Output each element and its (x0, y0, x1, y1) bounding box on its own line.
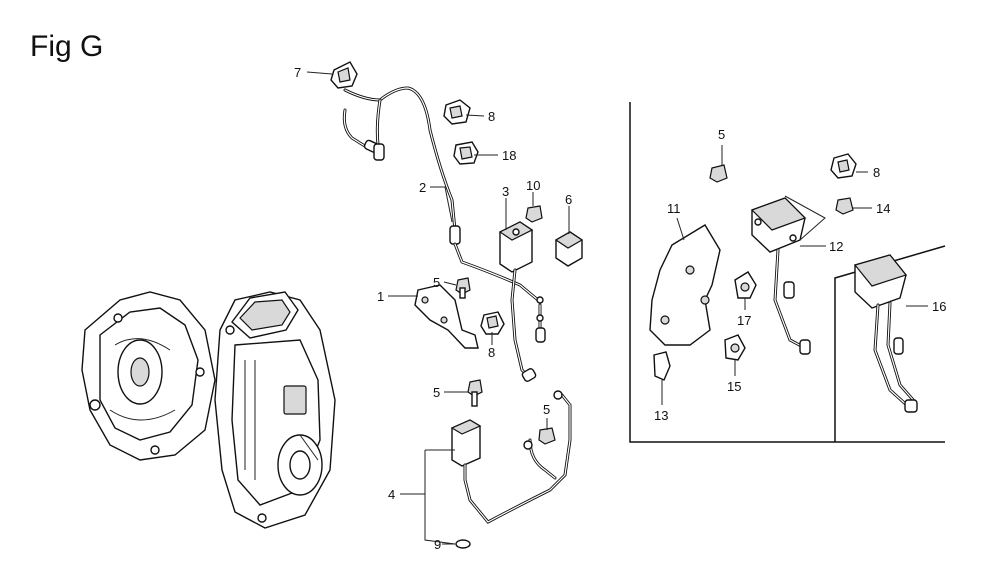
engine-housing-illustration (81, 291, 336, 529)
leader-lines (306, 71, 928, 545)
callout-11: 11 (667, 201, 681, 216)
callout-16: 16 (932, 299, 946, 314)
callout-labels: 7 8 18 2 3 10 6 5 1 8 5 5 4 9 5 8 14 11 … (294, 65, 946, 552)
callout-12: 12 (829, 239, 843, 254)
detail-box (629, 102, 946, 443)
callout-5: 5 (718, 127, 725, 142)
callout-8: 8 (873, 165, 880, 180)
callout-18: 18 (502, 148, 516, 163)
callout-6: 6 (565, 192, 572, 207)
callout-8: 8 (488, 109, 495, 124)
callout-1: 1 (377, 289, 384, 304)
callout-5: 5 (433, 275, 440, 290)
callout-13: 13 (654, 408, 668, 423)
callout-9: 9 (434, 537, 441, 552)
callout-2: 2 (419, 180, 426, 195)
wiring-illustration (330, 61, 584, 549)
callout-3: 3 (502, 184, 509, 199)
figure-title: Fig G (30, 30, 103, 63)
callout-10: 10 (526, 178, 540, 193)
callout-17: 17 (737, 313, 751, 328)
callout-14: 14 (876, 201, 890, 216)
callout-15: 15 (727, 379, 741, 394)
callout-4: 4 (388, 487, 395, 502)
callout-5: 5 (433, 385, 440, 400)
callout-5: 5 (543, 402, 550, 417)
callout-8: 8 (488, 345, 495, 360)
callout-7: 7 (294, 65, 301, 80)
